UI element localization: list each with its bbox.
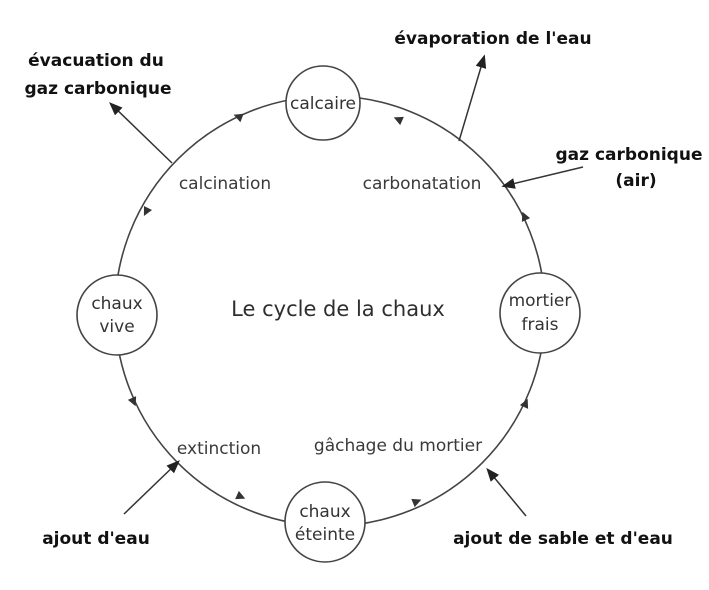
node-chaux-vive-line2: vive xyxy=(99,317,134,337)
arrow-gaz-air xyxy=(501,166,584,189)
node-chaux-eteinte: chaux éteinte xyxy=(284,481,366,563)
cycle-arrow-top-left xyxy=(233,113,244,123)
process-carbonatation: carbonatation xyxy=(363,174,482,194)
cycle-direction-arrows xyxy=(127,113,531,508)
process-gachage-du-mortier: gâchage du mortier xyxy=(314,436,482,456)
label-ajout-sable-eau: ajout de sable et d'eau xyxy=(453,529,673,549)
label-gaz-air-line1: gaz carbonique xyxy=(556,145,703,165)
node-chaux-vive-line1: chaux xyxy=(91,294,142,314)
cycle-arrow-upper-right xyxy=(521,211,531,222)
label-ajout-eau: ajout d'eau xyxy=(42,529,150,549)
node-mortier-frais: mortier frais xyxy=(499,272,581,354)
label-evaporation-eau: évaporation de l'eau xyxy=(394,29,591,49)
node-chaux-vive: chaux vive xyxy=(76,274,158,356)
node-calcaire: calcaire xyxy=(285,65,361,141)
cycle-arrow-bottom-left xyxy=(235,490,246,500)
label-evacuation-gaz-line2: gaz carbonique xyxy=(25,79,172,99)
process-extinction: extinction xyxy=(177,439,261,459)
arrow-ajout-eau xyxy=(123,460,180,515)
cycle-arrow-bottom-right xyxy=(411,498,422,508)
cycle-arrow-upper-left xyxy=(143,205,153,217)
process-calcination: calcination xyxy=(179,174,271,194)
cycle-arrow-lower-left xyxy=(127,396,137,407)
node-calcaire-label: calcaire xyxy=(290,94,356,114)
arrow-ajout-sable xyxy=(486,467,527,517)
diagram-title: Le cycle de la chaux xyxy=(231,297,445,321)
cycle-arrow-lower-right xyxy=(519,398,529,409)
node-chaux-eteinte-line1: chaux xyxy=(299,502,350,522)
arrow-evacuation-gaz xyxy=(109,102,173,164)
arrow-evaporation-eau xyxy=(458,54,487,142)
node-chaux-eteinte-line2: éteinte xyxy=(295,525,355,545)
node-mortier-frais-line1: mortier xyxy=(509,291,572,311)
node-mortier-frais-line2: frais xyxy=(522,315,559,335)
cycle-arrow-top-right xyxy=(393,116,404,126)
label-evacuation-gaz-line1: évacuation du xyxy=(28,51,164,71)
label-gaz-air-line2: (air) xyxy=(615,171,656,191)
